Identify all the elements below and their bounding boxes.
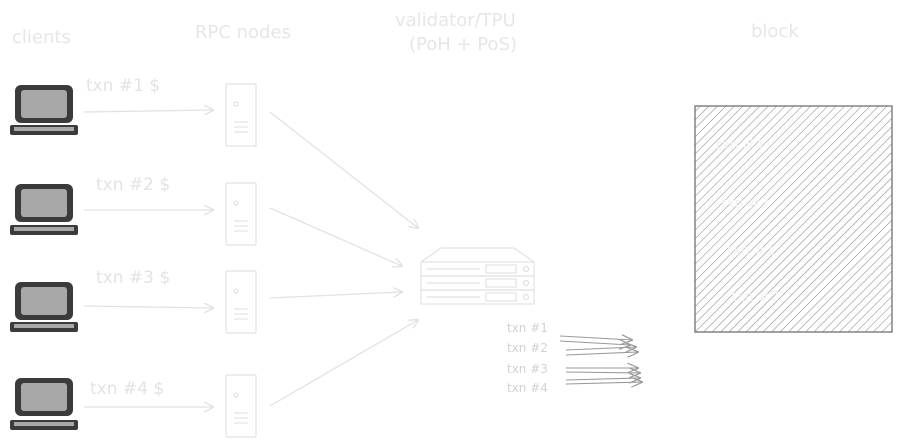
header-validator-line2: (PoH + PoS) bbox=[409, 34, 517, 55]
block-entry-1: txn #4 bbox=[716, 138, 764, 154]
header-rpc-nodes: RPC nodes bbox=[195, 22, 291, 43]
client-computer-3 bbox=[10, 282, 78, 332]
client-txn-label-4: txn #4 $ bbox=[90, 379, 165, 399]
rpc-server-4 bbox=[225, 374, 257, 438]
arrow-rpc2-validator bbox=[269, 207, 402, 266]
rpc-server-3 bbox=[225, 270, 257, 334]
arrow-rpc4-validator bbox=[269, 320, 418, 407]
rpc-server-2 bbox=[225, 182, 257, 246]
arrow-client1-rpc1 bbox=[83, 110, 213, 112]
validator-output-1: txn #1 bbox=[507, 321, 548, 335]
validator-output-3: txn #3 bbox=[507, 362, 548, 376]
rpc-server-1 bbox=[225, 83, 257, 147]
header-clients: clients bbox=[12, 27, 71, 48]
validator-server-rack bbox=[420, 247, 535, 305]
block-box bbox=[694, 105, 893, 333]
block-entry-3: txn #1 bbox=[727, 243, 775, 259]
header-block: block bbox=[751, 21, 799, 42]
validator-output-2: txn #2 bbox=[507, 341, 548, 355]
header-validator-line1: validator/TPU bbox=[395, 10, 516, 31]
block-entry-4: txn #2 bbox=[731, 289, 779, 305]
client-computer-4 bbox=[10, 378, 78, 430]
block-entry-2: txn #3 bbox=[721, 196, 769, 212]
client-txn-label-2: txn #2 $ bbox=[96, 175, 171, 195]
arrow-rpc1-validator bbox=[269, 111, 418, 228]
validator-output-4: txn #4 bbox=[507, 381, 548, 395]
arrow-rpc3-validator bbox=[269, 292, 402, 299]
client-computer-2 bbox=[10, 184, 78, 235]
client-computer-1 bbox=[10, 85, 78, 135]
client-txn-label-1: txn #1 $ bbox=[86, 76, 161, 96]
validator-output-arrows bbox=[559, 336, 642, 384]
client-txn-label-3: txn #3 $ bbox=[96, 268, 171, 288]
arrow-client3-rpc3 bbox=[83, 306, 213, 308]
